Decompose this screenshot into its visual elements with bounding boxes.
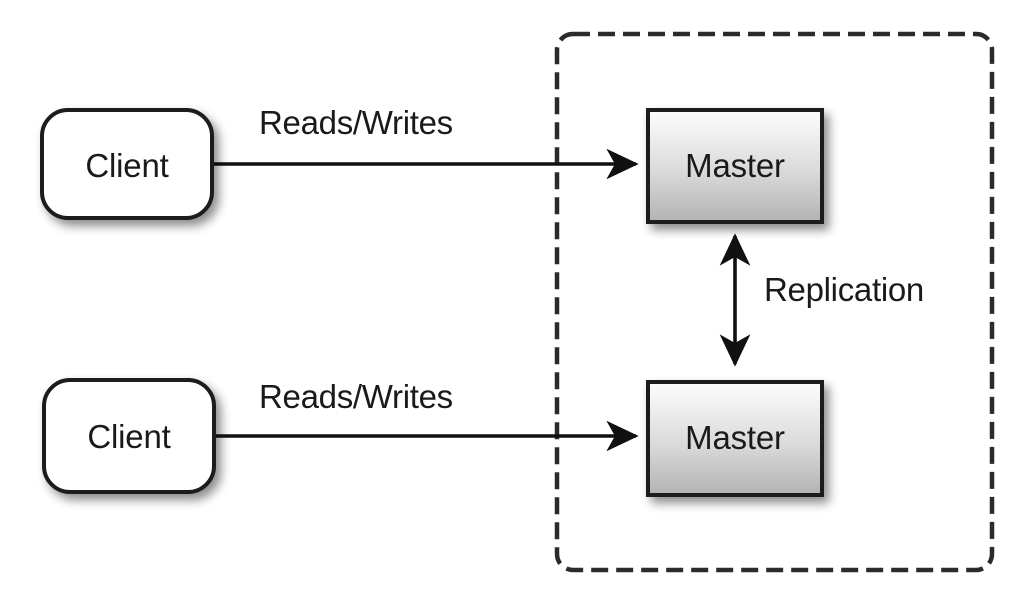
node-label-master-bottom: Master	[685, 419, 785, 456]
node-client-bottom[interactable]	[42, 378, 216, 494]
node-master-bottom[interactable]	[646, 380, 824, 497]
node-label-client-bottom: Client	[87, 418, 171, 455]
replication-group-boundary	[554, 31, 995, 573]
node-label-master-top: Master	[685, 147, 785, 184]
node-label-client-top: Client	[85, 147, 169, 184]
node-master-top[interactable]	[646, 108, 824, 224]
edge-label-reads-writes-top: Reads/Writes	[259, 104, 453, 141]
edge-label-replication: Replication	[764, 271, 924, 308]
edge-label-reads-writes-bottom: Reads/Writes	[259, 378, 453, 415]
node-client-top[interactable]	[40, 108, 214, 220]
